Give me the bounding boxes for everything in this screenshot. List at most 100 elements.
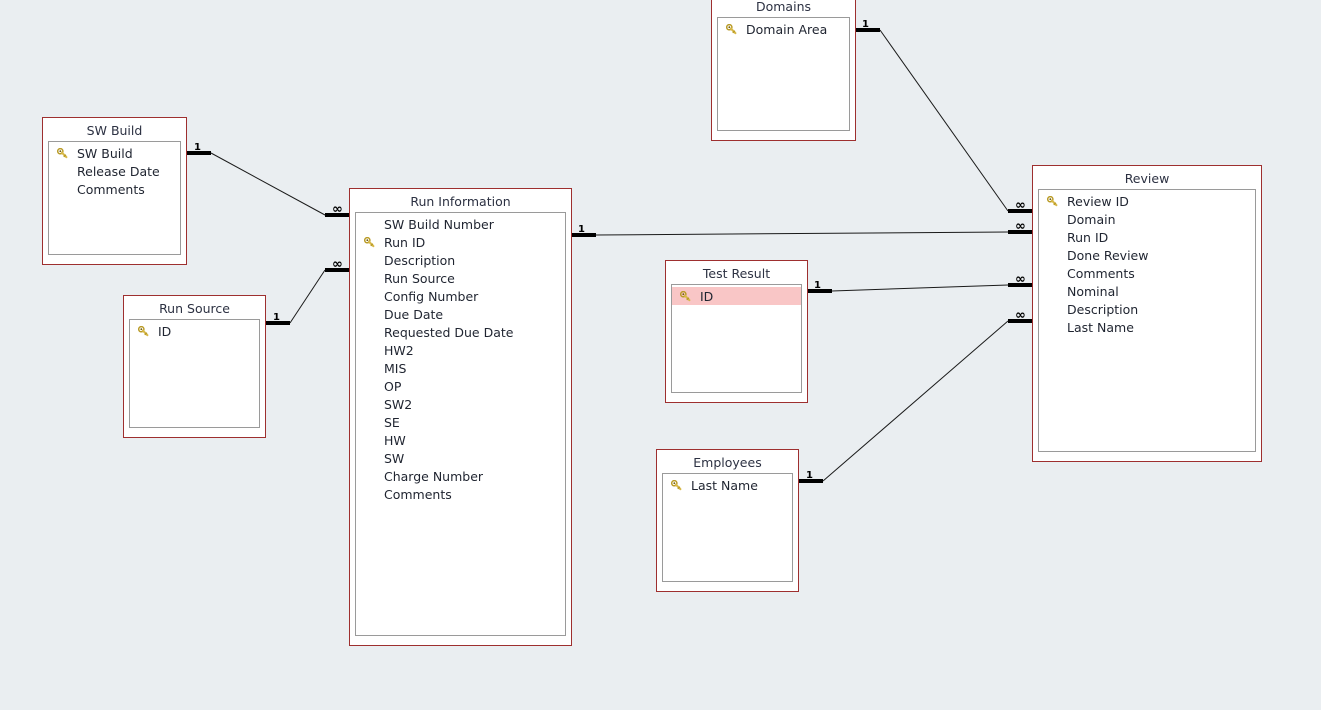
field-name: HW2 <box>384 342 414 358</box>
field-row[interactable]: HW2 <box>356 341 565 359</box>
primary-key-icon <box>138 325 149 336</box>
relationship-line[interactable] <box>595 231 1009 236</box>
field-row[interactable]: Due Date <box>356 305 565 323</box>
field-row[interactable]: Review ID <box>1039 192 1255 210</box>
field-name: MIS <box>384 360 407 376</box>
field-row[interactable]: Description <box>1039 300 1255 318</box>
field-name: Domain Area <box>746 21 828 37</box>
field-row[interactable]: SW <box>356 449 565 467</box>
table-title-run_information[interactable]: Run Information <box>410 194 511 209</box>
field-name: ID <box>158 323 172 339</box>
field-list-run_source[interactable]: ID <box>129 319 260 428</box>
table-title-test_result[interactable]: Test Result <box>702 266 771 281</box>
field-row[interactable]: ID <box>672 287 801 305</box>
relationship-label-many: ∞ <box>1015 219 1026 234</box>
field-name: SW Build <box>77 145 133 161</box>
rel-swbuild-runinformation[interactable]: 1∞ <box>187 142 349 217</box>
field-row[interactable]: Requested Due Date <box>356 323 565 341</box>
field-row[interactable]: Nominal <box>1039 282 1255 300</box>
field-row[interactable]: Comments <box>49 180 180 198</box>
field-row[interactable]: SE <box>356 413 565 431</box>
relationship-label-many: ∞ <box>332 257 343 272</box>
primary-key-icon <box>1047 195 1058 206</box>
field-row[interactable]: MIS <box>356 359 565 377</box>
table-title-domains[interactable]: Domains <box>755 0 812 14</box>
table-title-review[interactable]: Review <box>1124 171 1170 186</box>
field-row[interactable]: Run Source <box>356 269 565 287</box>
relationship-label-many: ∞ <box>1015 272 1026 287</box>
table-title-employees[interactable]: Employees <box>693 455 762 470</box>
relationship-line[interactable] <box>831 284 1009 292</box>
field-row[interactable]: SW Build <box>49 144 180 162</box>
rel-runsource-runinformation[interactable]: 1∞ <box>266 257 349 325</box>
field-name: Last Name <box>1067 319 1134 335</box>
table-title-sw_build[interactable]: SW Build <box>86 123 143 138</box>
field-name: Review ID <box>1067 193 1129 209</box>
field-name: Config Number <box>384 288 479 304</box>
field-row[interactable]: Run ID <box>356 233 565 251</box>
field-row[interactable]: Comments <box>1039 264 1255 282</box>
primary-key-icon <box>680 290 691 301</box>
field-row[interactable]: Release Date <box>49 162 180 180</box>
field-row[interactable]: Last Name <box>1039 318 1255 336</box>
primary-key-slot <box>726 23 746 35</box>
field-row[interactable]: ID <box>130 322 259 340</box>
primary-key-slot <box>671 479 691 491</box>
relationship-line[interactable] <box>289 269 326 324</box>
field-name: Due Date <box>384 306 444 322</box>
primary-key-slot <box>57 147 77 159</box>
rel-employees-review[interactable]: 1∞ <box>799 308 1032 483</box>
field-row[interactable]: SW Build Number <box>356 215 565 233</box>
rel-runinformation-review[interactable]: 1∞ <box>572 219 1032 237</box>
relationship-label-many: ∞ <box>1015 198 1026 213</box>
field-name: Run ID <box>384 234 426 250</box>
field-name: Domain <box>1067 211 1116 227</box>
field-row[interactable]: Run ID <box>1039 228 1255 246</box>
field-row[interactable]: Charge Number <box>356 467 565 485</box>
field-name: ID <box>700 288 714 304</box>
field-list-domains[interactable]: Domain Area <box>717 17 850 131</box>
field-row[interactable]: Config Number <box>356 287 565 305</box>
relationship-label-many: ∞ <box>1015 308 1026 323</box>
field-row[interactable]: OP <box>356 377 565 395</box>
field-name: Description <box>1067 301 1139 317</box>
field-name: Requested Due Date <box>384 324 514 340</box>
field-row[interactable]: Last Name <box>663 476 792 494</box>
table-title-run_source[interactable]: Run Source <box>159 301 230 316</box>
field-name: OP <box>384 378 402 394</box>
field-row[interactable]: HW <box>356 431 565 449</box>
relationship-line[interactable] <box>879 29 1009 212</box>
field-row[interactable]: Comments <box>356 485 565 503</box>
field-name: SW Build Number <box>384 216 494 232</box>
field-row[interactable]: Done Review <box>1039 246 1255 264</box>
field-name: Description <box>384 252 456 268</box>
field-name: Last Name <box>691 477 758 493</box>
field-list-employees[interactable]: Last Name <box>662 473 793 582</box>
field-row[interactable]: Description <box>356 251 565 269</box>
primary-key-icon <box>671 479 682 490</box>
relationship-line[interactable] <box>822 320 1009 482</box>
field-name: HW <box>384 432 406 448</box>
relationship-line[interactable] <box>210 152 326 216</box>
field-row[interactable]: SW2 <box>356 395 565 413</box>
field-row[interactable]: Domain <box>1039 210 1255 228</box>
primary-key-icon <box>726 23 737 34</box>
field-row[interactable]: Domain Area <box>718 20 849 38</box>
rel-domains-review[interactable]: 1∞ <box>856 19 1032 213</box>
relationship-label-one: 1 <box>194 142 201 153</box>
field-list-test_result[interactable]: ID <box>671 284 802 393</box>
relationship-label-one: 1 <box>806 470 813 481</box>
relationship-label-one: 1 <box>578 224 585 235</box>
rel-testresult-review[interactable]: 1∞ <box>808 272 1032 293</box>
